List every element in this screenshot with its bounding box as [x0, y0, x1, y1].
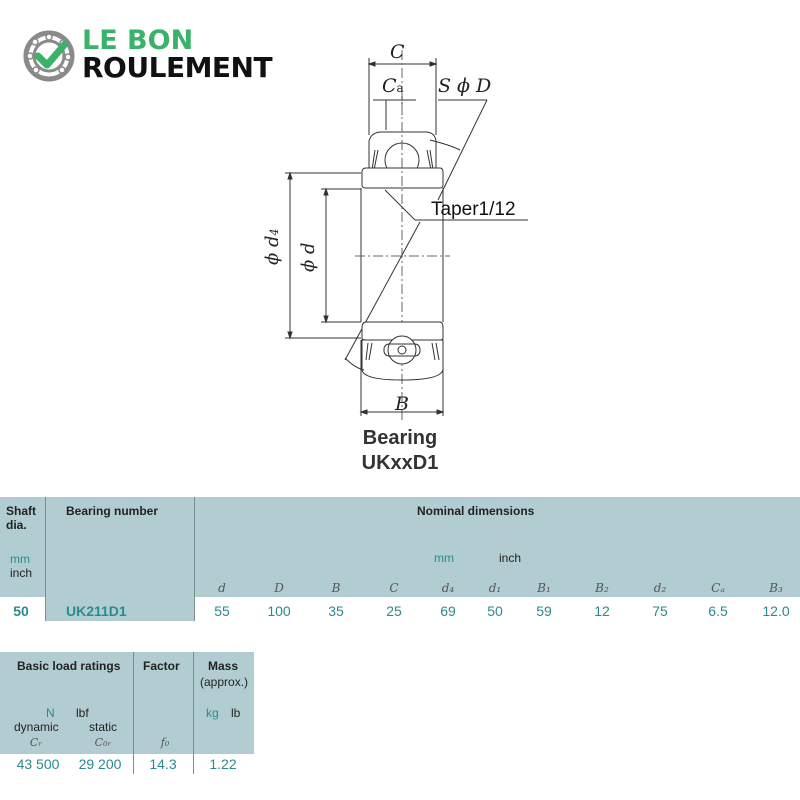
- taper-label: Taper1/12: [431, 199, 516, 220]
- dynamic-label: dynamic: [14, 720, 59, 734]
- col-symbol-Ca: Cₐ: [711, 581, 725, 595]
- mass-header: Mass: [208, 659, 239, 673]
- value-d1: 50: [487, 603, 503, 619]
- shaft-dia-header: Shaft dia.: [6, 504, 36, 532]
- ratings-table-row: [0, 754, 254, 774]
- value-D: 100: [267, 603, 291, 619]
- dim-label-B: B: [395, 393, 409, 415]
- symbol-f0: f₀: [160, 736, 170, 749]
- logo-text-brand-top: LE BON: [82, 25, 194, 56]
- value-d2: 75: [652, 603, 668, 619]
- unit-lbf: lbf: [76, 706, 89, 720]
- bearing-number-header: Bearing number: [66, 504, 159, 518]
- static-label: static: [89, 720, 118, 734]
- shaft-dia-header-l2: dia.: [6, 518, 27, 532]
- ratings-table: Basic load ratings Factor Mass (approx.)…: [0, 652, 254, 774]
- value-B2: 12: [594, 603, 610, 619]
- value-C: 25: [386, 603, 402, 619]
- nominal-unit-mm: mm: [434, 551, 454, 565]
- dimensions-table: Shaft dia. mm inch Bearing number Nomina…: [0, 497, 800, 625]
- col-symbol-B2: B₂: [595, 581, 609, 595]
- symbol-Cr: Cᵣ: [29, 736, 43, 749]
- dim-label-phi-d4-main: ϕ d: [262, 235, 283, 265]
- col-symbol-B: B: [331, 581, 341, 595]
- shaft-dia-header-l1: Shaft: [6, 504, 36, 518]
- symbol-Cor: C₀ᵣ: [94, 736, 112, 749]
- bearing-cross-section-diagram: [285, 50, 528, 420]
- basic-load-ratings-header: Basic load ratings: [17, 659, 121, 673]
- value-B: 35: [328, 603, 344, 619]
- ratings-table-header: [0, 652, 254, 754]
- value-d4: 69: [440, 603, 456, 619]
- bearing-drawing: C Ca S ϕ D Taper1/12 ϕ d4 ϕ d B Bearing …: [262, 41, 528, 476]
- shaft-dia-value: 50: [13, 603, 29, 619]
- bearing-title-line1: Bearing: [362, 427, 438, 449]
- dim-label-phi-d4: ϕ d4: [262, 228, 283, 265]
- col-symbol-D: D: [274, 581, 284, 595]
- col-symbol-B3: B₃: [769, 581, 783, 595]
- unit-lb: lb: [231, 706, 241, 720]
- value-d: 55: [214, 603, 230, 619]
- value-B3: 12.0: [762, 603, 790, 619]
- value-f0: 14.3: [149, 756, 177, 772]
- shaft-unit-mm: mm: [10, 552, 30, 566]
- dim-label-SphiD: S ϕ D: [438, 75, 492, 97]
- value-B1: 59: [536, 603, 552, 619]
- column-divider: [133, 652, 134, 774]
- factor-header: Factor: [143, 659, 180, 673]
- dim-label-phi-d4-sub: 4: [268, 228, 281, 236]
- logo: LE BON ROULEMENT: [22, 25, 302, 87]
- bearing-check-icon: [23, 30, 75, 82]
- dim-label-Ca: Ca: [382, 75, 404, 97]
- dim-label-Ca-main: C: [382, 75, 397, 97]
- unit-N: N: [46, 706, 55, 720]
- mass-approx-label: (approx.): [200, 675, 249, 689]
- col-symbol-C: C: [389, 581, 399, 595]
- col-symbol-d1: d₁: [488, 581, 502, 595]
- bearing-number-value: UK211D1: [66, 603, 127, 619]
- value-Ca: 6.5: [708, 603, 728, 619]
- logo-text-brand-bottom: ROULEMENT: [82, 51, 273, 84]
- nominal-dimensions-header: Nominal dimensions: [417, 504, 535, 518]
- bearing-title-line2: UKxxD1: [361, 452, 439, 474]
- col-symbol-d: d: [218, 581, 226, 595]
- shaft-unit-inch: inch: [10, 566, 33, 580]
- value-Cr: 43 500: [16, 756, 60, 772]
- dim-label-Ca-sub: a: [396, 81, 404, 95]
- value-mass: 1.22: [209, 756, 237, 772]
- dim-label-C: C: [390, 41, 405, 63]
- bearing-number-column: [45, 497, 195, 621]
- unit-kg: kg: [206, 706, 219, 720]
- col-symbol-B1: B₁: [537, 581, 551, 595]
- nominal-unit-inch: inch: [499, 551, 522, 565]
- col-symbol-d2: d₂: [653, 581, 667, 595]
- value-Cor: 29 200: [78, 756, 122, 772]
- column-divider: [193, 652, 194, 774]
- col-symbol-d4: d₄: [441, 581, 455, 595]
- bearing-title: Bearing UKxxD1: [340, 426, 460, 476]
- dim-label-phi-d: ϕ d: [298, 242, 319, 272]
